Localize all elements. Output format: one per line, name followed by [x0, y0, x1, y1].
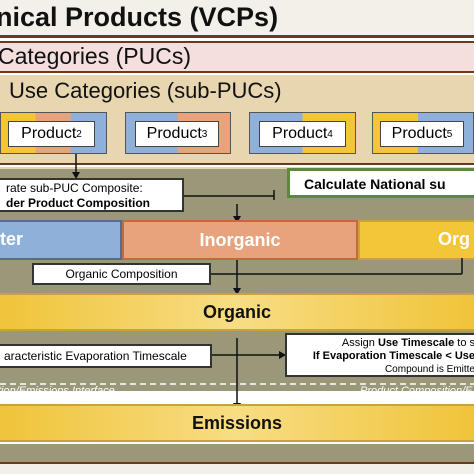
assign-line-3: Compound is Emitte: [384, 364, 474, 375]
assign-box: Assign Use Timescale to s If Evaporation…: [285, 333, 474, 377]
composite-box: rate sub-PUC Composite: der Product Comp…: [0, 178, 184, 212]
bottom-border: [0, 462, 474, 474]
subpuc-label: Use Categories (sub-PUCs): [9, 78, 282, 103]
category-right-bar: [358, 220, 474, 260]
organic-composition-box: Organic Composition: [32, 263, 211, 285]
assign-line-1: Assign Use Timescale to s: [341, 337, 474, 349]
evaporation-label: aracteristic Evaporation Timescale: [4, 349, 187, 363]
organic-label: Organic: [202, 301, 272, 322]
composite-line-2: der Product Composition: [6, 196, 150, 210]
composite-line-1: rate sub-PUC Composite:: [6, 181, 143, 195]
evaporation-box: aracteristic Evaporation Timescale: [0, 344, 212, 368]
national-box: Calculate National su: [287, 168, 474, 198]
emissions-band: Emissions: [0, 404, 474, 442]
category-left-label: ter: [0, 229, 24, 249]
diagram-title: nical Products (VCPs): [0, 2, 279, 32]
title-band: [0, 0, 474, 38]
interface-left-label: tion/Emissions Interface: [0, 385, 115, 397]
organic-band: Organic: [0, 293, 474, 331]
national-label: Calculate National su: [304, 176, 446, 192]
category-inorganic-label: Inorganic: [199, 229, 281, 250]
assign-line-2: If Evaporation Timescale < Use: [312, 350, 474, 362]
organic-composition-label: Organic Composition: [65, 267, 178, 281]
puc-band: [0, 41, 474, 73]
interface-right-label: Product Composition/E: [360, 385, 473, 397]
category-left-bar: [0, 220, 122, 260]
puc-label: Categories (PUCs): [0, 43, 191, 69]
emissions-label: Emissions: [191, 412, 283, 433]
category-inorganic-bar: Inorganic: [122, 220, 358, 260]
category-right-label: Org: [438, 229, 471, 249]
